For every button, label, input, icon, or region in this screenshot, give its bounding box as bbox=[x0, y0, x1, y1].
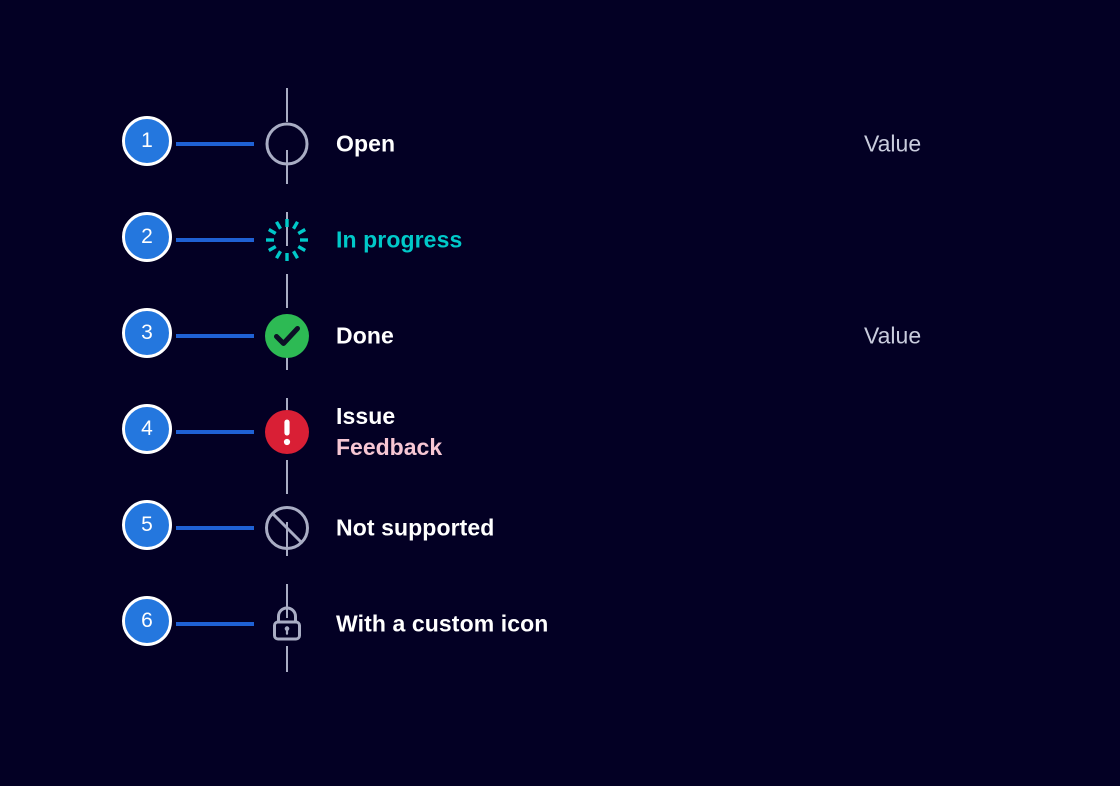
status-labels-1: Open bbox=[336, 131, 395, 158]
leader-line-1 bbox=[176, 142, 254, 146]
status-labels-3: Done bbox=[336, 323, 394, 350]
status-label: With a custom icon bbox=[336, 610, 549, 637]
check-circle-icon bbox=[261, 310, 313, 362]
leader-line-6 bbox=[176, 622, 254, 626]
status-label: Not supported bbox=[336, 514, 495, 541]
status-label: Done bbox=[336, 322, 394, 349]
lock-icon bbox=[261, 598, 313, 650]
spinner-icon bbox=[261, 214, 313, 266]
callout-badge-1: 1 bbox=[122, 116, 172, 166]
callout-badge-3: 3 bbox=[122, 308, 172, 358]
callout-badge-2: 2 bbox=[122, 212, 172, 262]
callout-badge-5: 5 bbox=[122, 500, 172, 550]
status-labels-2: In progress bbox=[336, 227, 462, 254]
leader-line-4 bbox=[176, 430, 254, 434]
status-value: Value bbox=[864, 130, 922, 157]
leader-line-3 bbox=[176, 334, 254, 338]
status-labels-4: Issue Feedback bbox=[336, 403, 442, 461]
status-value: Value bbox=[864, 322, 922, 349]
callout-badge-4: 4 bbox=[122, 404, 172, 454]
timeline-rail bbox=[286, 88, 288, 672]
leader-line-2 bbox=[176, 238, 254, 242]
leader-line-5 bbox=[176, 526, 254, 530]
callout-badge-6: 6 bbox=[122, 596, 172, 646]
exclamation-circle-icon bbox=[261, 406, 313, 458]
open-circle-icon bbox=[261, 118, 313, 170]
status-labels-6: With a custom icon bbox=[336, 611, 548, 638]
status-label: In progress bbox=[336, 226, 463, 253]
not-supported-icon bbox=[261, 502, 313, 554]
status-labels-5: Not supported bbox=[336, 515, 494, 542]
status-sublabel: Feedback bbox=[336, 434, 443, 460]
status-label: Issue bbox=[336, 403, 396, 429]
status-label: Open bbox=[336, 130, 396, 157]
